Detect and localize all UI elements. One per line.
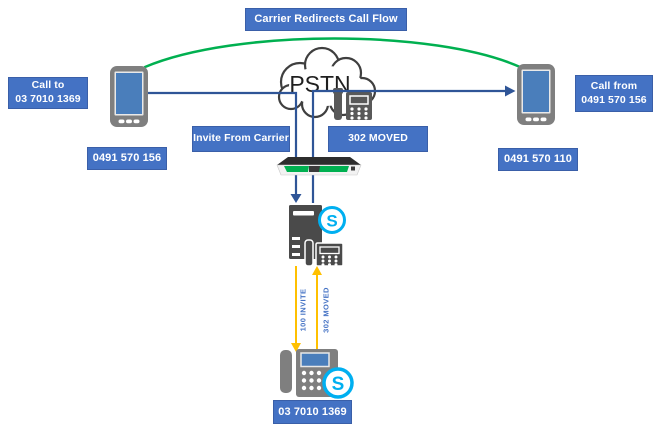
moved-flow-label: 302 MOVED (322, 287, 331, 333)
svg-text:S: S (332, 374, 345, 395)
flow-title: Carrier Redirects Call Flow (254, 13, 398, 26)
callee-number-box: 0491 570 110 (498, 148, 578, 171)
call-to-line1: Call to (31, 79, 65, 92)
mobile-phone-left-icon (110, 66, 148, 127)
svg-text:S: S (326, 212, 337, 231)
invite-flow-label: 100 INVITE (299, 289, 308, 332)
call-from-box: Call from 0491 570 156 (575, 75, 653, 112)
call-from-line1: Call from (590, 79, 638, 92)
call-from-line2: 0491 570 156 (581, 93, 647, 106)
sbc-icon (276, 157, 362, 176)
redirected-call-arrowhead (505, 85, 516, 97)
skype-icon-server: S (318, 206, 346, 234)
mobile-phone-right-icon (517, 64, 555, 125)
caller-number-box: 0491 570 156 (87, 147, 167, 170)
call-to-box: Call to 03 7010 1369 (8, 77, 88, 109)
sip-flow-lines (295, 266, 318, 352)
skype-icon-desk-phone: S (322, 367, 354, 399)
call-to-line2: 03 7010 1369 (15, 93, 81, 105)
desk-phone-number: 03 7010 1369 (278, 405, 347, 418)
invite-arrowhead (291, 343, 301, 352)
flow-title-box: Carrier Redirects Call Flow (245, 8, 407, 31)
invite-from-carrier-label: Invite From Carrier (193, 132, 289, 145)
redirect-arc (143, 37, 522, 69)
moved-arrowhead (312, 266, 322, 275)
invite-from-carrier-box: Invite From Carrier (192, 126, 290, 152)
pstn-phone-icon (333, 88, 372, 120)
moved-302-label: 302 MOVED (348, 132, 408, 145)
moved-302-box: 302 MOVED (328, 126, 428, 152)
caller-number: 0491 570 156 (92, 152, 162, 165)
callee-number: 0491 570 110 (504, 153, 572, 166)
desk-phone-number-box: 03 7010 1369 (273, 400, 352, 424)
ip-phone-icon (304, 239, 344, 267)
invite-down-arrowhead (290, 194, 302, 203)
